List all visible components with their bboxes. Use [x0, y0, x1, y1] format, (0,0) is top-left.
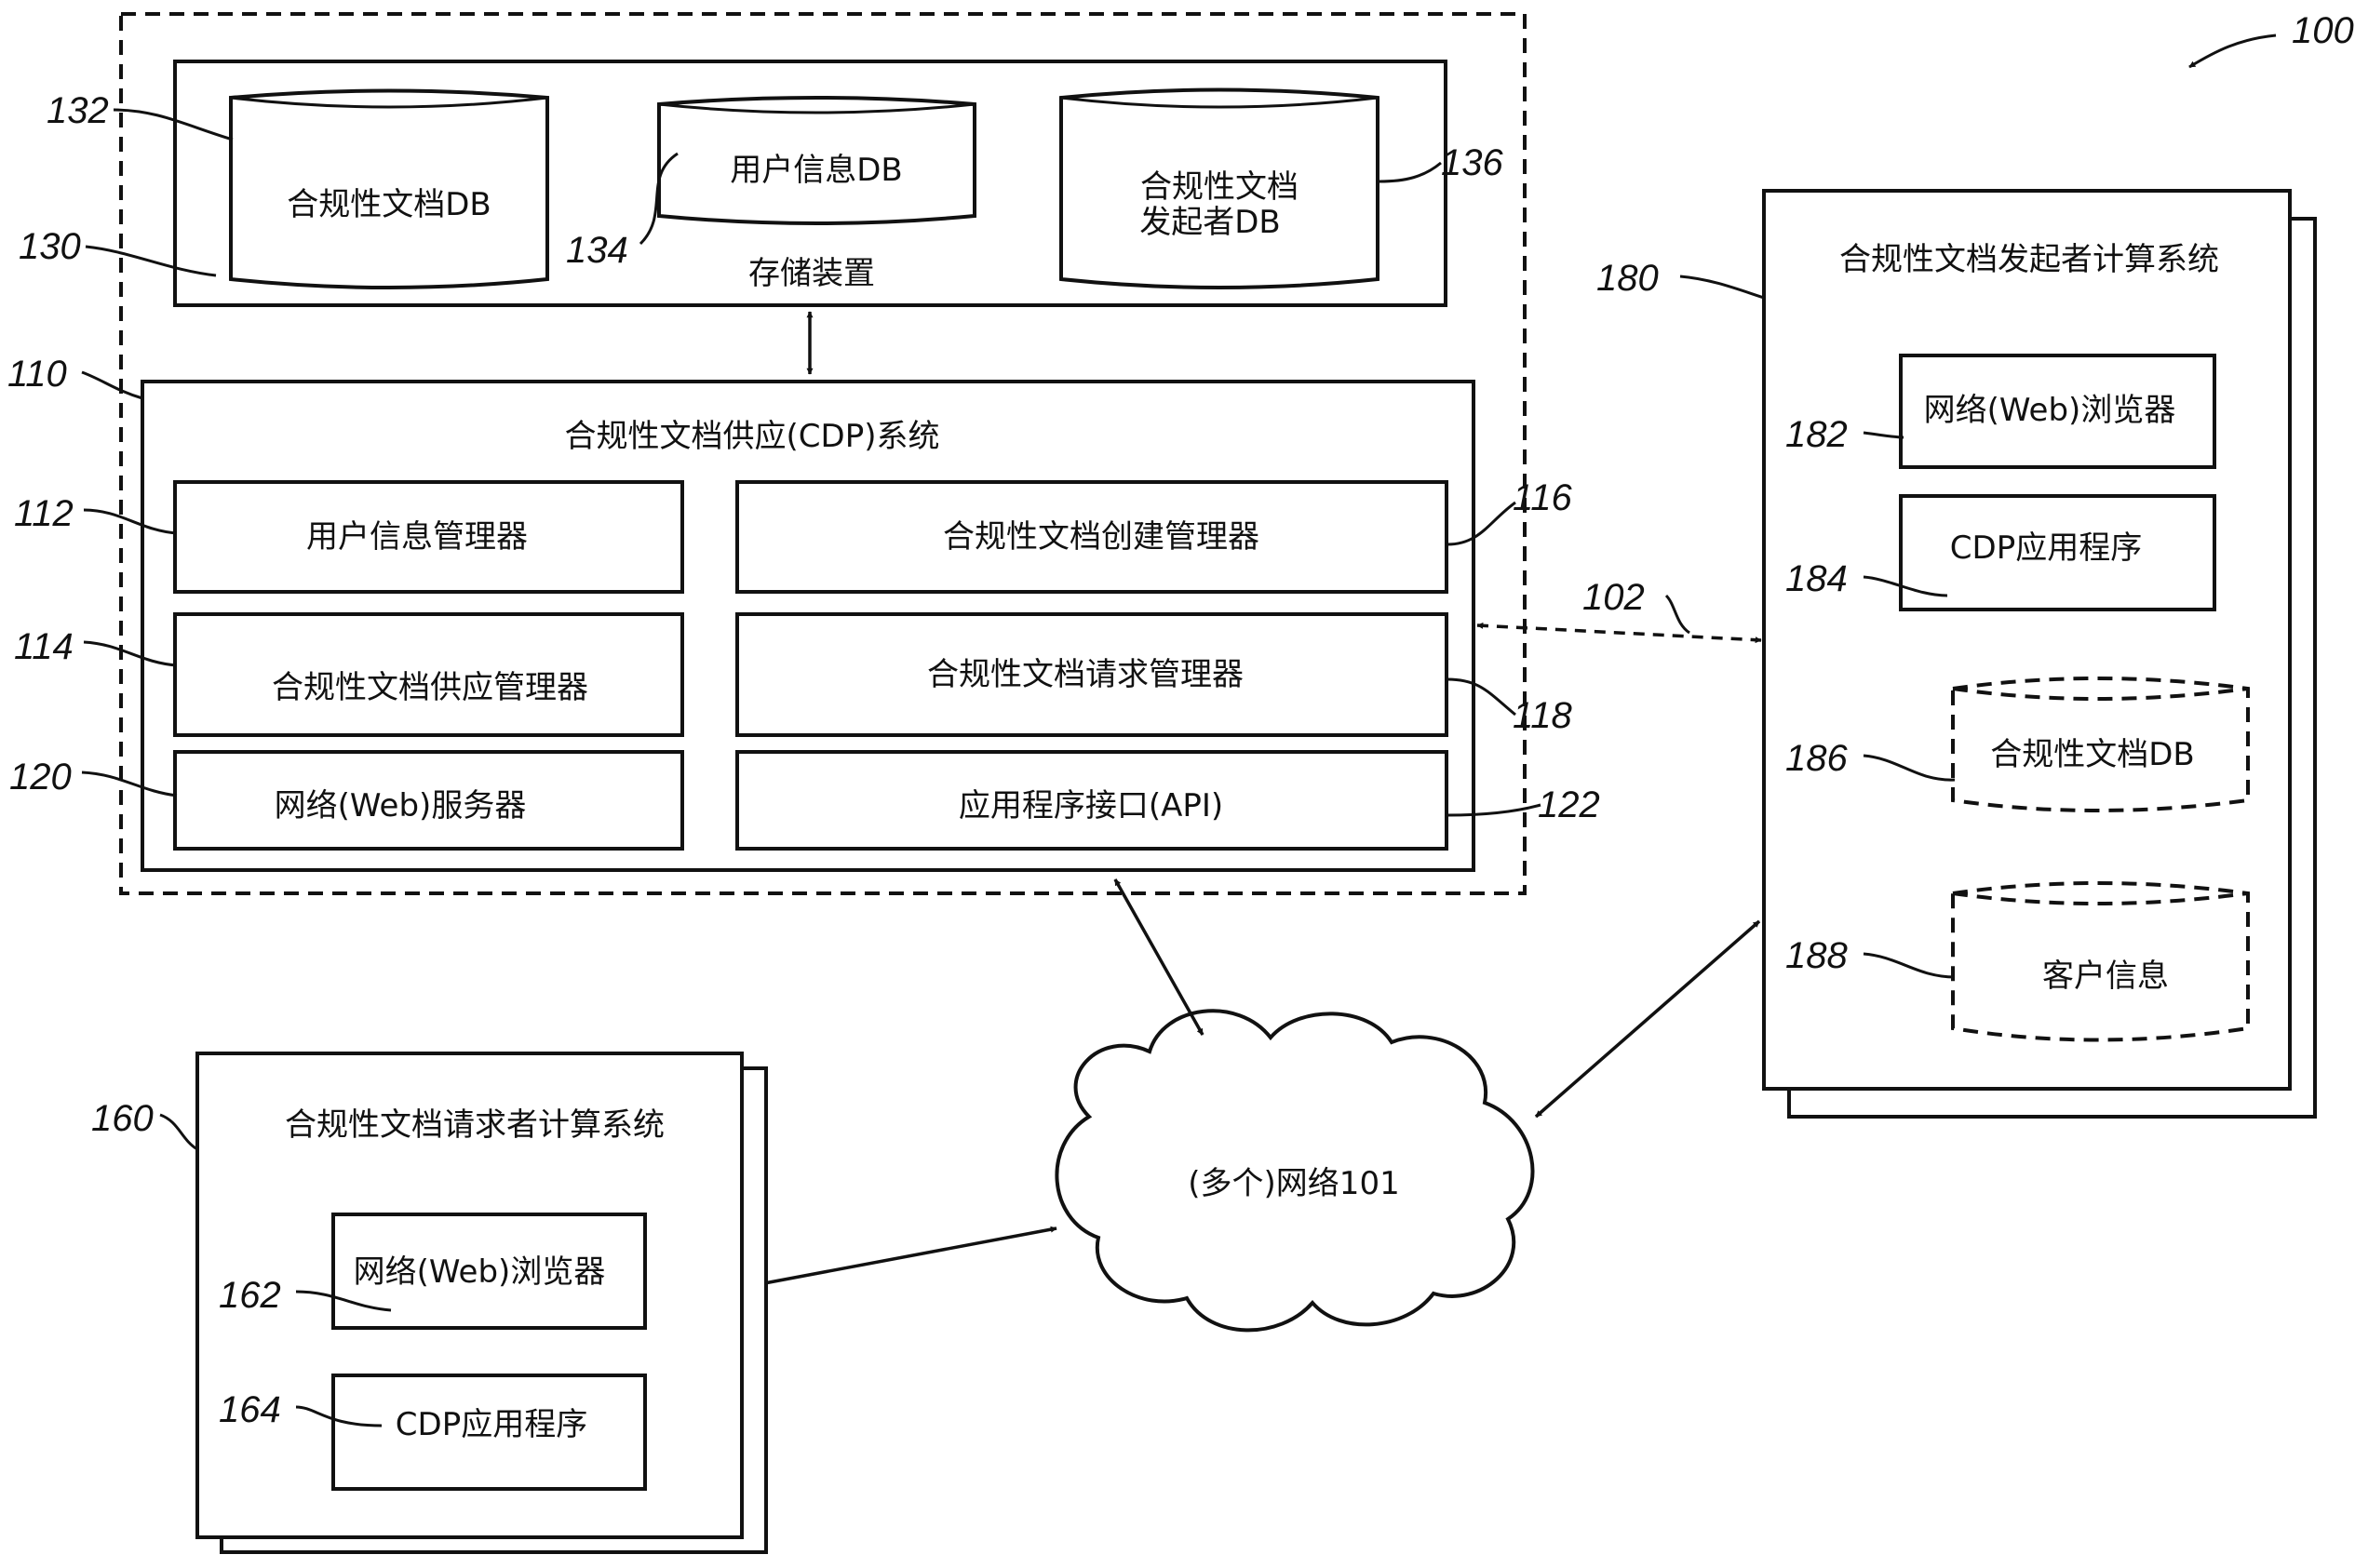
- ref-164: 164: [219, 1389, 281, 1430]
- originator-db-label-line2: 发起者DB: [1139, 204, 1281, 241]
- customer-info-db: 客户信息: [1951, 881, 2250, 1042]
- web-server: 网络(Web)服务器: [173, 750, 684, 851]
- ref-118: 118: [1513, 695, 1573, 736]
- doc-provision-manager-label: 合规性文档供应管理器: [272, 669, 588, 706]
- compliance-doc-db: 合规性文档DB: [229, 88, 549, 289]
- cdp-network-arrow: [1113, 878, 1204, 1036]
- user-info-manager-label: 用户信息管理器: [306, 518, 528, 556]
- leader-120: [81, 771, 178, 797]
- requester-web-browser: 网络(Web)浏览器: [331, 1213, 647, 1330]
- ref-186: 186: [1785, 738, 1848, 779]
- originator-cdp-app-label: CDP应用程序: [1950, 529, 2142, 567]
- ref-114: 114: [14, 626, 74, 667]
- ref-116: 116: [1513, 477, 1573, 518]
- ref-110: 110: [7, 354, 67, 395]
- leader-136: [1379, 161, 1442, 183]
- originator-web-browser-label: 网络(Web)浏览器: [1924, 392, 2176, 429]
- cdp-outer-boundary: [119, 12, 1527, 895]
- leader-184: [1863, 575, 1948, 597]
- leader-114: [83, 640, 178, 667]
- doc-request-manager-label: 合规性文档请求管理器: [927, 656, 1244, 693]
- web-server-label: 网络(Web)服务器: [275, 787, 527, 824]
- storage-label: 存储装置: [748, 255, 875, 292]
- requester-web-browser-label: 网络(Web)浏览器: [354, 1253, 606, 1291]
- cdp-system-title: 合规性文档供应(CDP)系统: [565, 418, 940, 455]
- doc-creation-manager-label: 合规性文档创建管理器: [943, 518, 1259, 556]
- leader-182: [1863, 431, 1904, 439]
- cdp-originator-link: [1476, 622, 1762, 644]
- leader-160: [159, 1113, 198, 1151]
- originator-system: 合规性文档发起者计算系统 网络(Web)浏览器 CDP应用程序 合规性文档DB …: [1762, 189, 2317, 1119]
- ref-180: 180: [1596, 258, 1659, 299]
- ref-120: 120: [9, 757, 72, 797]
- originator-compliance-db-label: 合规性文档DB: [1990, 736, 2195, 773]
- ref-162: 162: [219, 1275, 281, 1316]
- leader-132: [113, 108, 234, 141]
- leader-116: [1447, 501, 1516, 546]
- originator-web-browser: 网络(Web)浏览器: [1899, 354, 2216, 469]
- user-info-db-label: 用户信息DB: [730, 152, 903, 189]
- network-cloud: (多个)网络101: [1055, 1009, 1535, 1333]
- originator-db: 合规性文档 发起者DB: [1059, 87, 1379, 289]
- requester-title: 合规性文档请求者计算系统: [285, 1106, 665, 1144]
- ref-182: 182: [1785, 414, 1848, 455]
- leader-102: [1664, 594, 1690, 635]
- ref-134: 134: [566, 230, 628, 271]
- compliance-doc-db-label: 合规性文档DB: [287, 186, 491, 223]
- leader-130: [85, 245, 217, 277]
- customer-info-label: 客户信息: [2042, 958, 2169, 995]
- figure-pointer-arrow: [2188, 34, 2277, 69]
- ref-184: 184: [1785, 558, 1848, 599]
- originator-network-arrow: [1534, 919, 1761, 1119]
- leader-122: [1447, 803, 1541, 817]
- ref-160: 160: [91, 1098, 154, 1139]
- leader-180: [1679, 275, 1765, 300]
- network-label: (多个)网络101: [1188, 1165, 1399, 1202]
- requester-cdp-app: CDP应用程序: [331, 1374, 647, 1491]
- originator-title: 合规性文档发起者计算系统: [1839, 241, 2219, 278]
- leader-112: [83, 508, 178, 535]
- leader-164: [295, 1405, 383, 1427]
- leader-134: [639, 152, 679, 246]
- doc-creation-manager: 合规性文档创建管理器: [735, 480, 1448, 594]
- leader-118: [1447, 677, 1516, 717]
- api-label: 应用程序接口(API): [959, 787, 1223, 824]
- ref-130: 130: [19, 226, 81, 267]
- doc-request-manager: 合规性文档请求管理器: [735, 612, 1448, 737]
- leader-188: [1863, 952, 1956, 979]
- user-info-manager: 用户信息管理器: [173, 480, 684, 594]
- leader-186: [1863, 754, 1956, 782]
- originator-db-label-line1: 合规性文档: [1140, 168, 1299, 206]
- ref-132: 132: [47, 90, 109, 131]
- leader-110: [81, 370, 143, 400]
- doc-provision-manager: 合规性文档供应管理器: [173, 612, 684, 737]
- api: 应用程序接口(API): [735, 750, 1448, 851]
- requester-cdp-app-label: CDP应用程序: [396, 1406, 587, 1443]
- ref-136: 136: [1441, 142, 1503, 183]
- figure-number: 100: [2188, 10, 2354, 69]
- ref-102: 102: [1582, 577, 1645, 618]
- requester-network-arrow: [744, 1226, 1057, 1290]
- originator-cdp-app: CDP应用程序: [1899, 494, 2216, 611]
- ref-112: 112: [14, 493, 74, 534]
- svg-text:100: 100: [2292, 10, 2354, 51]
- cdp-system: 合规性文档供应(CDP)系统 用户信息管理器 合规性文档创建管理器 合规性文档供…: [141, 380, 1475, 872]
- ref-122: 122: [1538, 784, 1600, 825]
- storage-device: 存储装置 合规性文档DB 用户信息DB 合规性文档 发起者DB: [173, 60, 1447, 307]
- ref-188: 188: [1785, 935, 1848, 976]
- user-info-db: 用户信息DB: [657, 96, 976, 225]
- originator-compliance-db: 合规性文档DB: [1951, 677, 2250, 812]
- leader-162: [295, 1290, 392, 1312]
- requester-system: 合规性文档请求者计算系统 网络(Web)浏览器 CDP应用程序: [195, 1052, 768, 1554]
